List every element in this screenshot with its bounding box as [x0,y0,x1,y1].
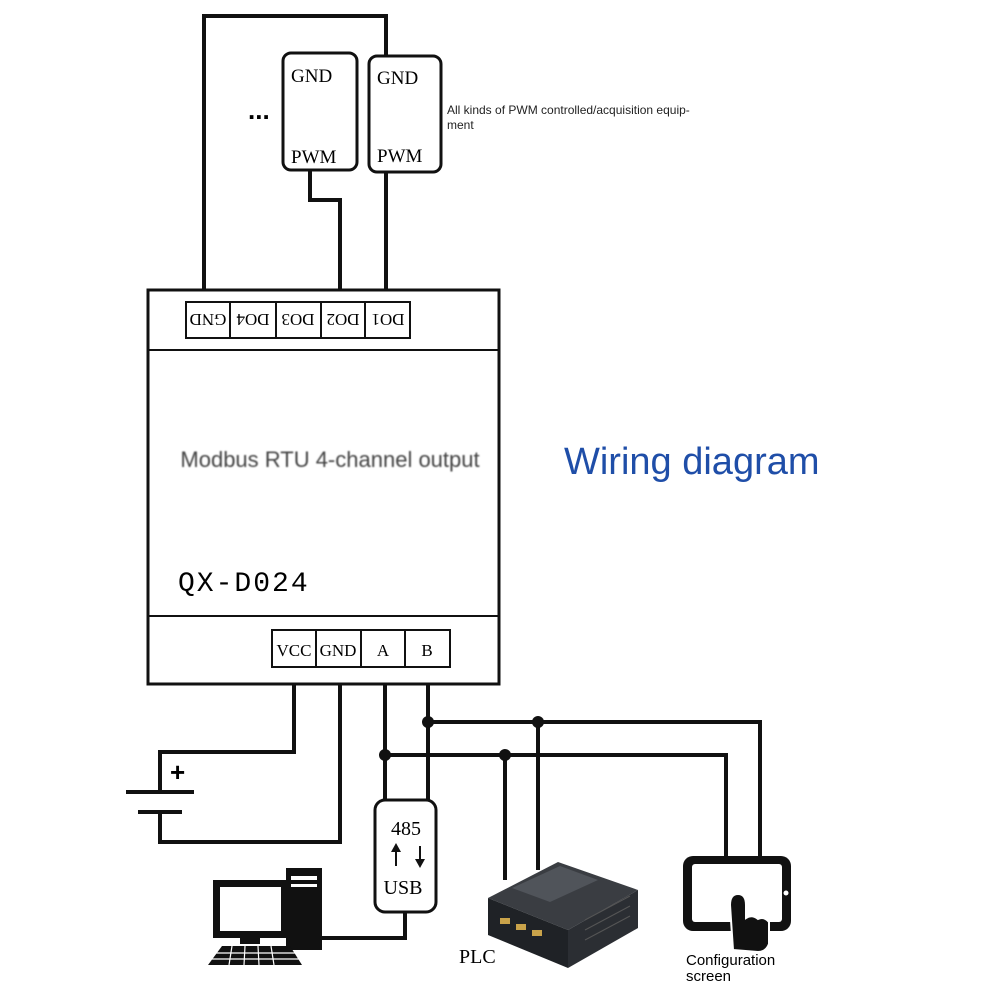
terminal-gnd-bottom: GND [320,641,357,660]
hand-pointer-icon [728,892,770,954]
converter-485-label: 485 [391,818,421,840]
tablet-icon [683,856,791,954]
terminal-do2: DO2 [326,310,359,329]
module-qx-d024: DO1 DO2 DO3 DO4 GND Modbus RTU 4-channel… [146,288,501,686]
wire-vcc-plus [158,684,296,790]
wires [158,14,762,940]
wire-gnd-bus [202,14,388,290]
wire-gnd-minus [158,684,342,844]
terminal-gnd-top: GND [190,310,227,329]
junction-dots [379,716,544,761]
battery-symbol: + [126,757,194,814]
plc-icon [488,862,638,968]
terminal-do3: DO3 [281,310,314,329]
converter-usb-label: USB [384,877,423,899]
wire-a-bus [385,753,728,858]
terminal-a: A [377,641,390,660]
terminal-b: B [421,641,432,660]
terminal-do1: DO1 [371,310,404,329]
terminal-do4: DO4 [236,310,270,329]
plc-label: PLC [459,946,496,968]
usb-485-converter: 485 USB [373,798,438,914]
module-subtitle: Modbus RTU 4-channel output [180,447,479,472]
wire-usb-pc [322,912,407,940]
pwm-device-2-gnd-label: GND [377,68,418,89]
junction-dot [499,749,511,761]
screen-label-line2: screen [686,968,731,985]
down-arrow-icon [415,846,425,868]
junction-dot [379,749,391,761]
battery-plus-sign: + [170,757,185,787]
screen-label-line1: Configuration [686,952,775,969]
junction-dot [532,716,544,728]
computer-icon [208,868,322,966]
pwm-caption-line1: All kinds of PWM controlled/acquisition … [447,103,690,117]
terminal-vcc: VCC [277,641,312,660]
pwm-device-1: GND PWM [281,51,359,172]
top-terminal-strip: DO1 DO2 DO3 DO4 GND [185,301,411,339]
bottom-terminal-strip: VCC GND A B [271,629,451,668]
wire-pwm1 [308,170,342,290]
module-model: QX-D024 [178,569,310,600]
diagram-title: Wiring diagram [564,441,820,483]
pwm-caption-line2: ment [447,118,474,132]
pwm-device-2: GND PWM [367,54,443,174]
wire-b-bus [428,720,762,858]
pwm-device-1-gnd-label: GND [291,66,332,87]
up-arrow-icon [391,843,401,866]
more-devices-ellipsis: ... [248,95,270,125]
pwm-device-1-pwm-label: PWM [291,147,337,168]
junction-dot [422,716,434,728]
pwm-device-2-pwm-label: PWM [377,146,423,167]
